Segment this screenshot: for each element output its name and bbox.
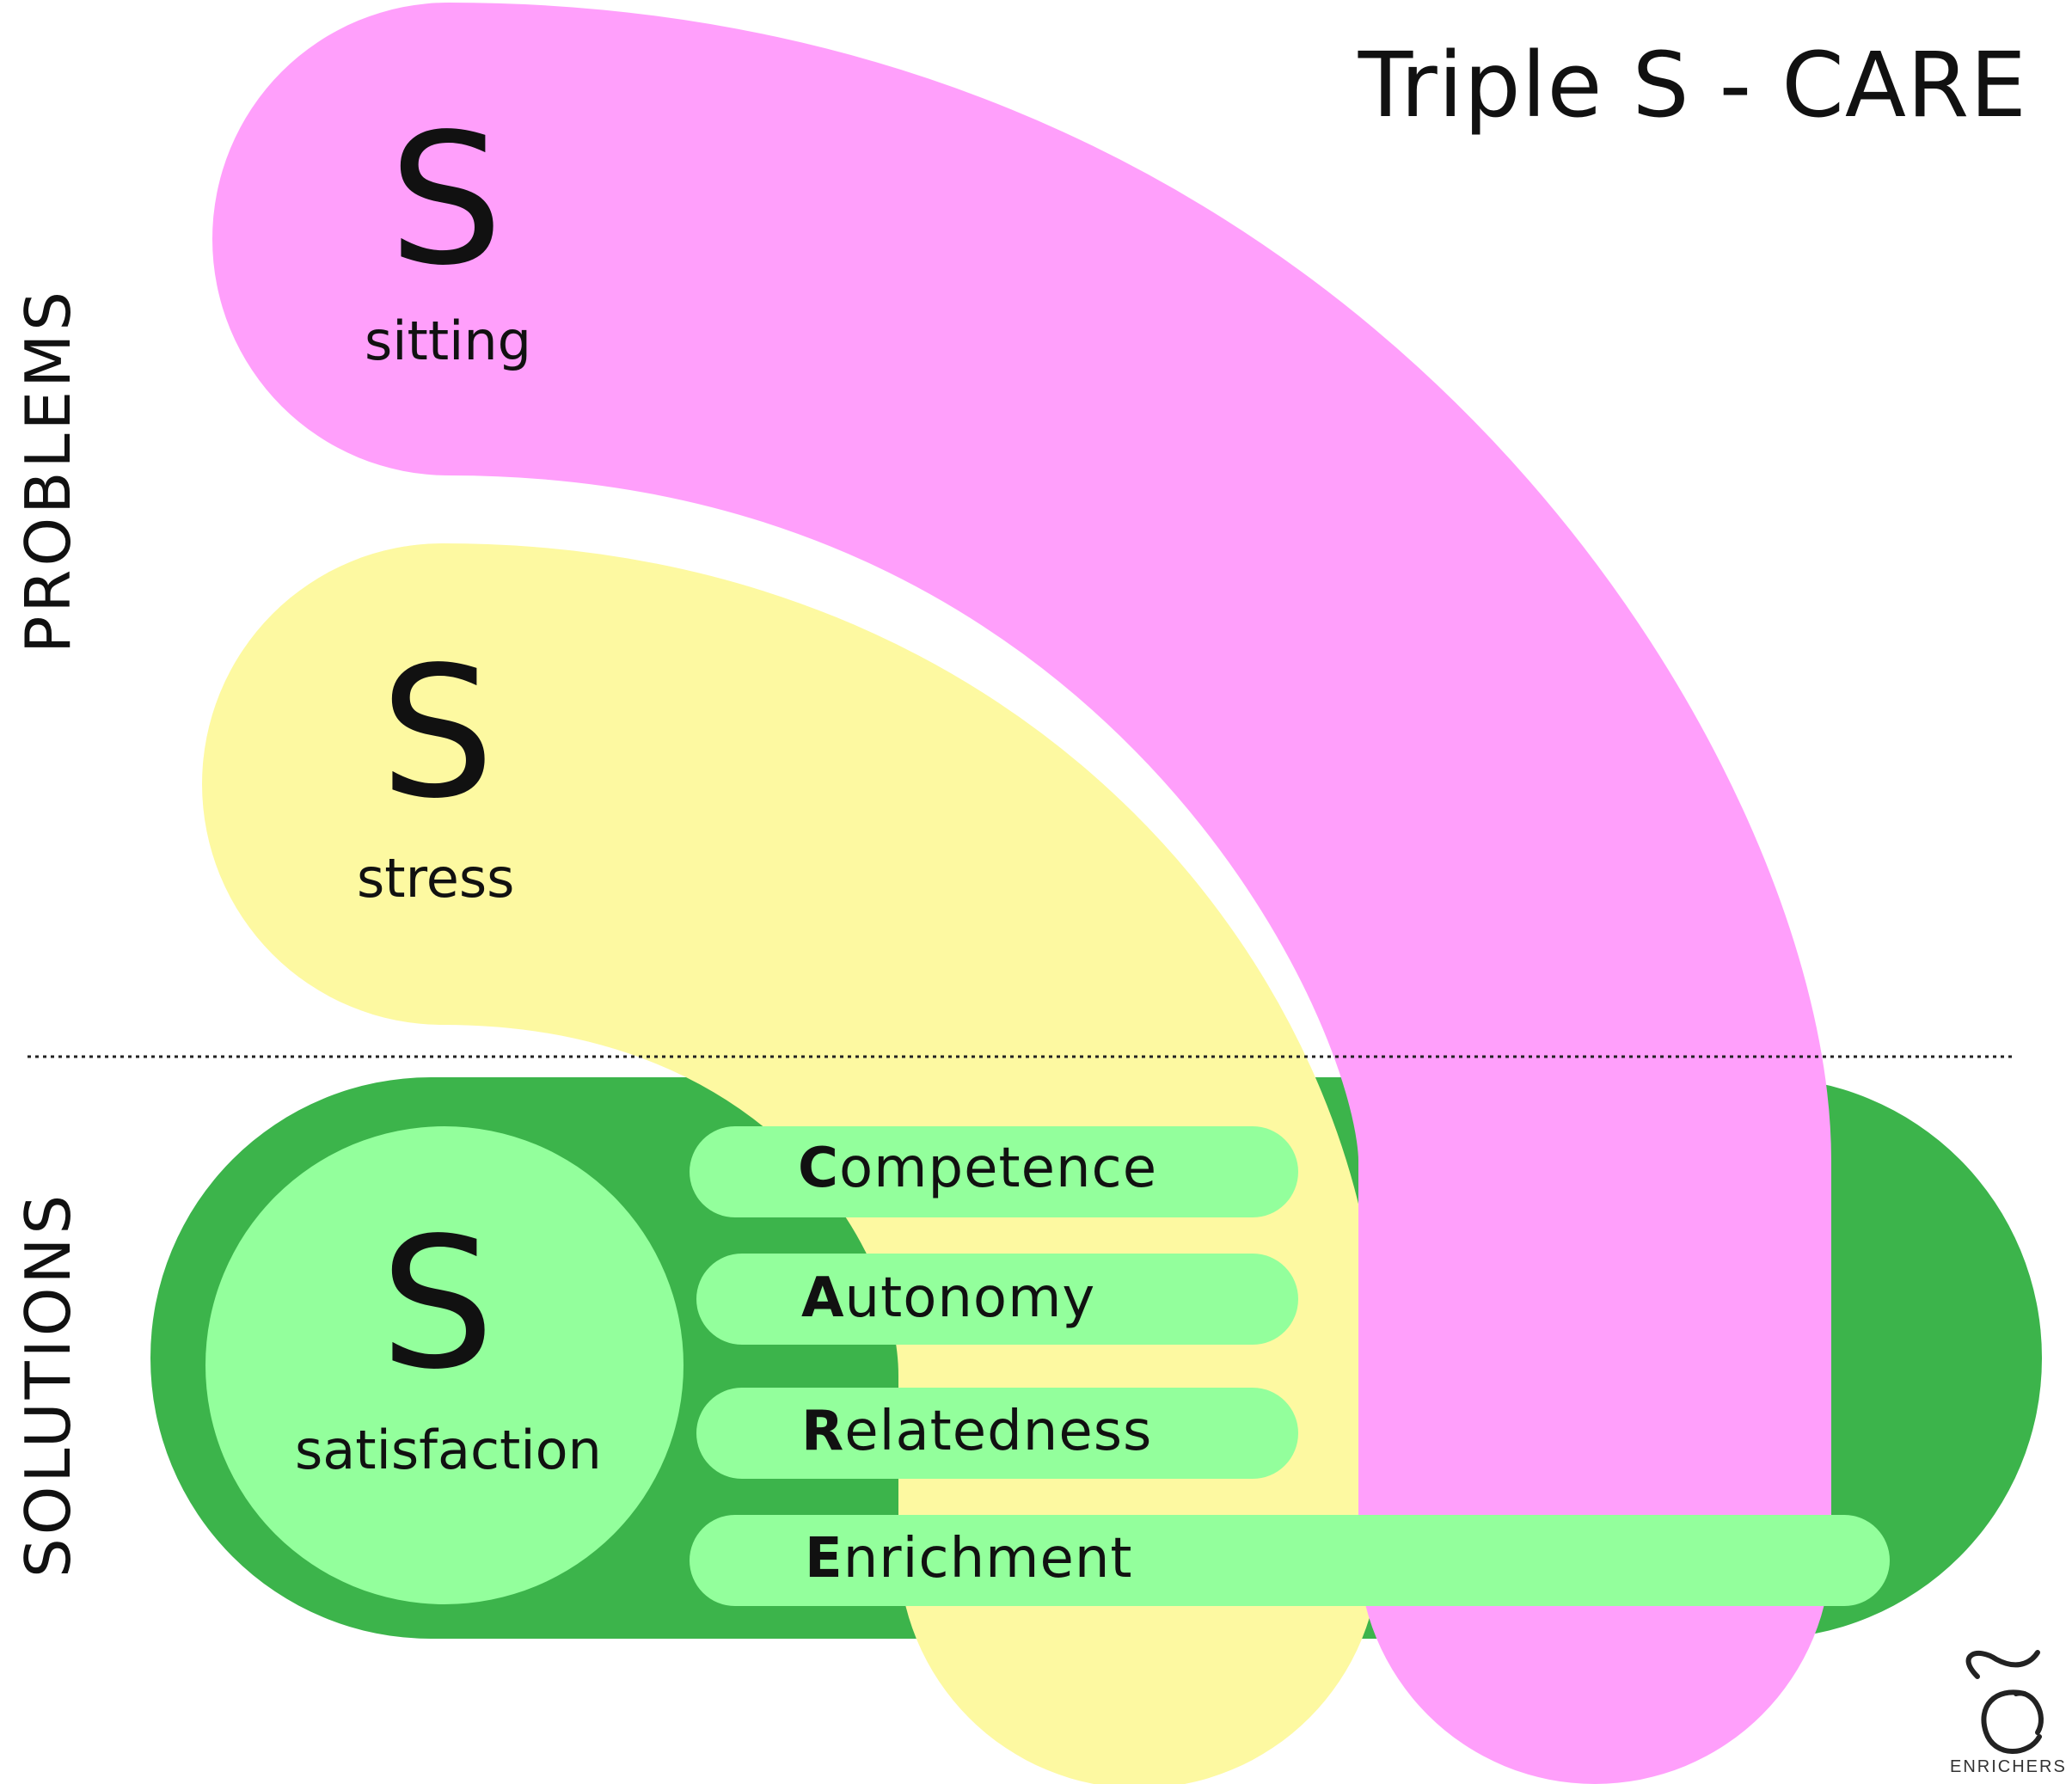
care-pill-a — [696, 1254, 1298, 1345]
sitting-letter: S — [389, 95, 504, 305]
satisfaction-circle — [205, 1126, 684, 1604]
sitting-arc — [212, 3, 1831, 1784]
care-pill-r — [696, 1388, 1298, 1479]
problems-label: PROBLEMS — [12, 288, 84, 653]
stress-letter: S — [380, 628, 495, 838]
care-rest: nrichment — [843, 1527, 1133, 1591]
care-initial: C — [798, 1137, 839, 1200]
care-pill-c — [690, 1126, 1298, 1217]
page-title: Triple S - CARE — [1358, 33, 2027, 138]
brand-name: ENRICHERS — [1950, 1757, 2067, 1776]
care-competence: Competence — [798, 1137, 1157, 1200]
care-rest: utonomy — [844, 1266, 1096, 1330]
satisfaction-word: satisfaction — [295, 1419, 602, 1481]
care-pill-e — [690, 1515, 1890, 1606]
brand-footer: ENRICHERS — [1950, 1754, 2067, 1777]
care-rest: elatedness — [844, 1400, 1153, 1463]
enrichers-logo-icon — [1965, 1650, 2044, 1754]
care-enrichment: Enrichment — [805, 1527, 1133, 1591]
care-rest: ompetence — [838, 1137, 1158, 1200]
care-initial: R — [801, 1400, 845, 1463]
care-initial: A — [801, 1266, 845, 1330]
solutions-label: SOLUTIONS — [12, 1191, 84, 1578]
sitting-word: sitting — [365, 310, 532, 372]
satisfaction-letter: S — [380, 1199, 495, 1409]
care-initial: E — [805, 1527, 843, 1591]
stress-word: stress — [357, 847, 515, 910]
care-autonomy: Autonomy — [801, 1266, 1095, 1330]
care-relatedness: Relatedness — [801, 1400, 1152, 1463]
